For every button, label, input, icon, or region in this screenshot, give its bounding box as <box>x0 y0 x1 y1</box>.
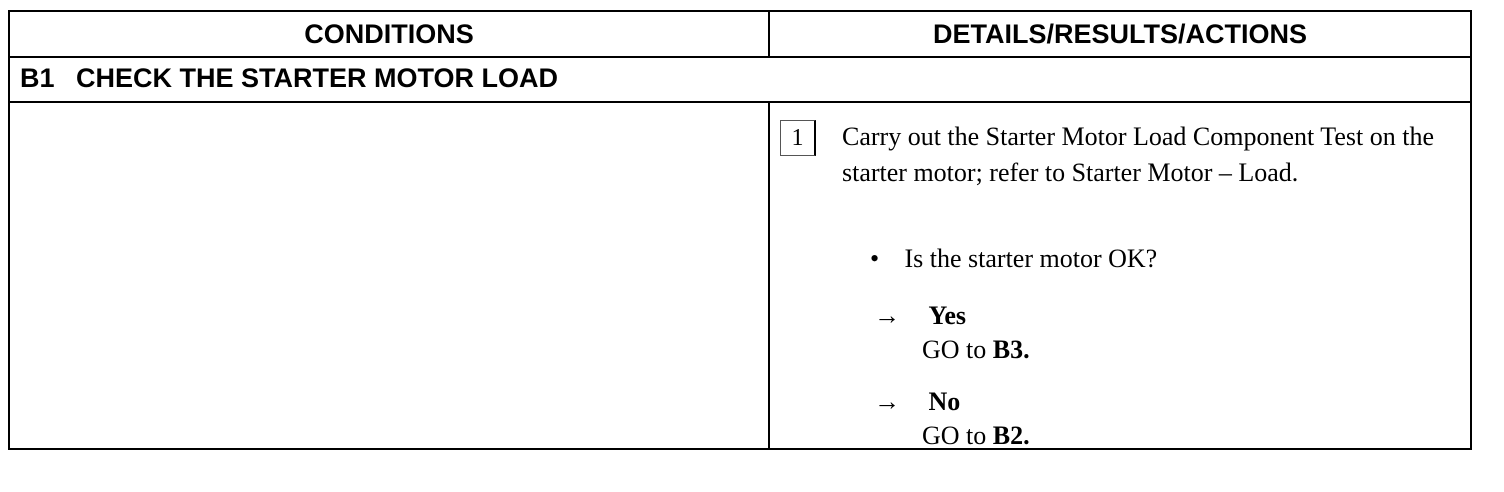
goto-prefix: GO to <box>922 335 987 364</box>
bullet-icon: • <box>870 244 880 273</box>
answer-yes: → Yes GO to B3. <box>874 299 1030 367</box>
details-cell: 1 Carry out the Starter Motor Load Compo… <box>770 103 1470 450</box>
header-divider <box>10 56 1470 58</box>
answer-no-goto: GO to B2. <box>874 419 1030 453</box>
goto-target-b2: B2. <box>992 421 1030 450</box>
goto-target-b3: B3. <box>992 335 1030 364</box>
arrow-right-icon: → <box>874 387 900 416</box>
section-code: B1 <box>20 63 55 93</box>
answer-yes-label: Yes <box>928 301 967 330</box>
answer-no: → No GO to B2. <box>874 385 1030 453</box>
step-number-box: 1 <box>780 120 816 156</box>
answer-yes-goto: GO to B3. <box>874 333 1030 367</box>
step-question: • Is the starter motor OK? <box>870 241 1157 277</box>
column-divider <box>768 103 770 448</box>
answer-no-label: No <box>928 387 961 416</box>
section-title: B1 CHECK THE STARTER MOTOR LOAD <box>20 56 558 101</box>
header-details-results-actions: DETAILS/RESULTS/ACTIONS <box>768 12 1470 56</box>
section-divider <box>10 101 1470 103</box>
section-title-text: CHECK THE STARTER MOTOR LOAD <box>76 63 558 93</box>
diagnostic-table: CONDITIONS DETAILS/RESULTS/ACTIONS B1 CH… <box>8 10 1472 450</box>
arrow-right-icon: → <box>874 301 900 330</box>
goto-prefix: GO to <box>922 421 987 450</box>
header-conditions: CONDITIONS <box>304 18 474 49</box>
step-instruction: Carry out the Starter Motor Load Compone… <box>842 122 1434 187</box>
question-text: Is the starter motor OK? <box>904 244 1158 273</box>
